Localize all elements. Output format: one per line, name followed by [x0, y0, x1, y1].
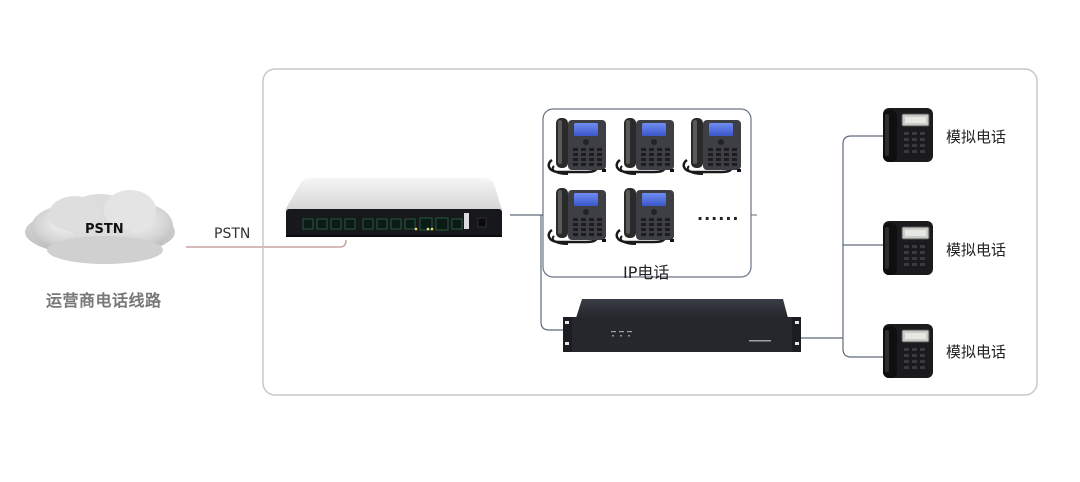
pstn-cloud-icon [25, 190, 175, 264]
pstn-connection-line [186, 239, 347, 248]
analog-phone-icon [882, 323, 934, 379]
ip-phone-icon [615, 186, 676, 246]
analog-phone-label: 模拟电话 [946, 343, 1007, 361]
more-ip-phones-indicator: ...... [697, 205, 740, 224]
analog-phone-icon [882, 220, 934, 276]
pstn-link-label: PSTN [214, 226, 251, 242]
rack-fxs-gateway-icon [563, 299, 801, 352]
analog-phone-icon [882, 107, 934, 163]
analog-phone-bus [801, 135, 883, 358]
carrier-line-caption: 运营商电话线路 [46, 291, 162, 310]
ip-phone-icon [682, 116, 743, 176]
gateway-ports [302, 217, 463, 231]
analog-phone-label: 模拟电话 [946, 241, 1007, 259]
ip-phone-icon [547, 116, 608, 176]
ip-phone-icon [547, 186, 608, 246]
analog-phone-label: 模拟电话 [946, 128, 1007, 146]
ip-phone-group-frame [542, 108, 752, 278]
lan-to-fxs-line [540, 215, 567, 331]
voip-gateway-icon [285, 178, 502, 237]
ip-phones-label: IP电话 [623, 263, 670, 282]
pstn-cloud-label: PSTN [85, 222, 124, 237]
ip-phone-icon [615, 116, 676, 176]
